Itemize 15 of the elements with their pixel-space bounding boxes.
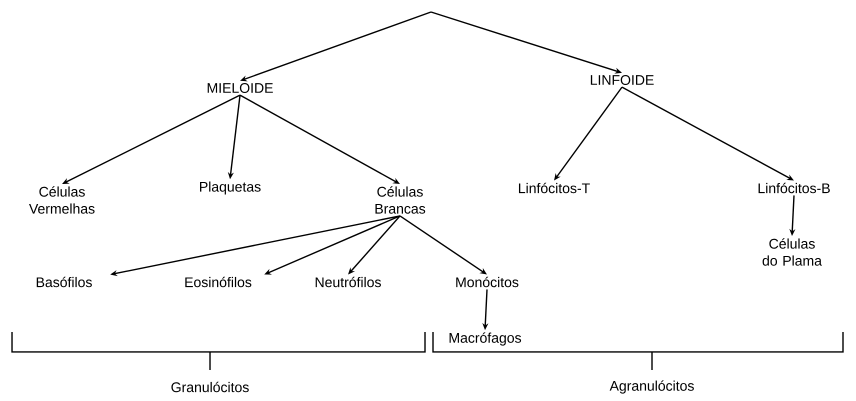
node-label: Células do Plama (762, 238, 822, 266)
node-label: MIELOIDE (208, 83, 273, 93)
node-label: Plaquetas (200, 181, 261, 194)
bracket-label: Granulócitos (171, 382, 249, 392)
node-label: Macrófagos (450, 332, 522, 346)
node-label: Linfócitos-T (518, 182, 590, 194)
node-label: Monócitos (456, 276, 518, 288)
bracket-label: Agranulócitos (610, 380, 694, 394)
node-label: LINFOIDE (590, 75, 654, 85)
node-label: Células Vermelhas (29, 186, 95, 214)
node-label: Neutrófilos (316, 276, 381, 288)
node-label: Linfócitos-B (758, 182, 830, 194)
node-label: Basófilos (36, 276, 92, 288)
node-label: Eosinófilos (185, 276, 252, 288)
node-label: Células Brancas (375, 186, 426, 214)
